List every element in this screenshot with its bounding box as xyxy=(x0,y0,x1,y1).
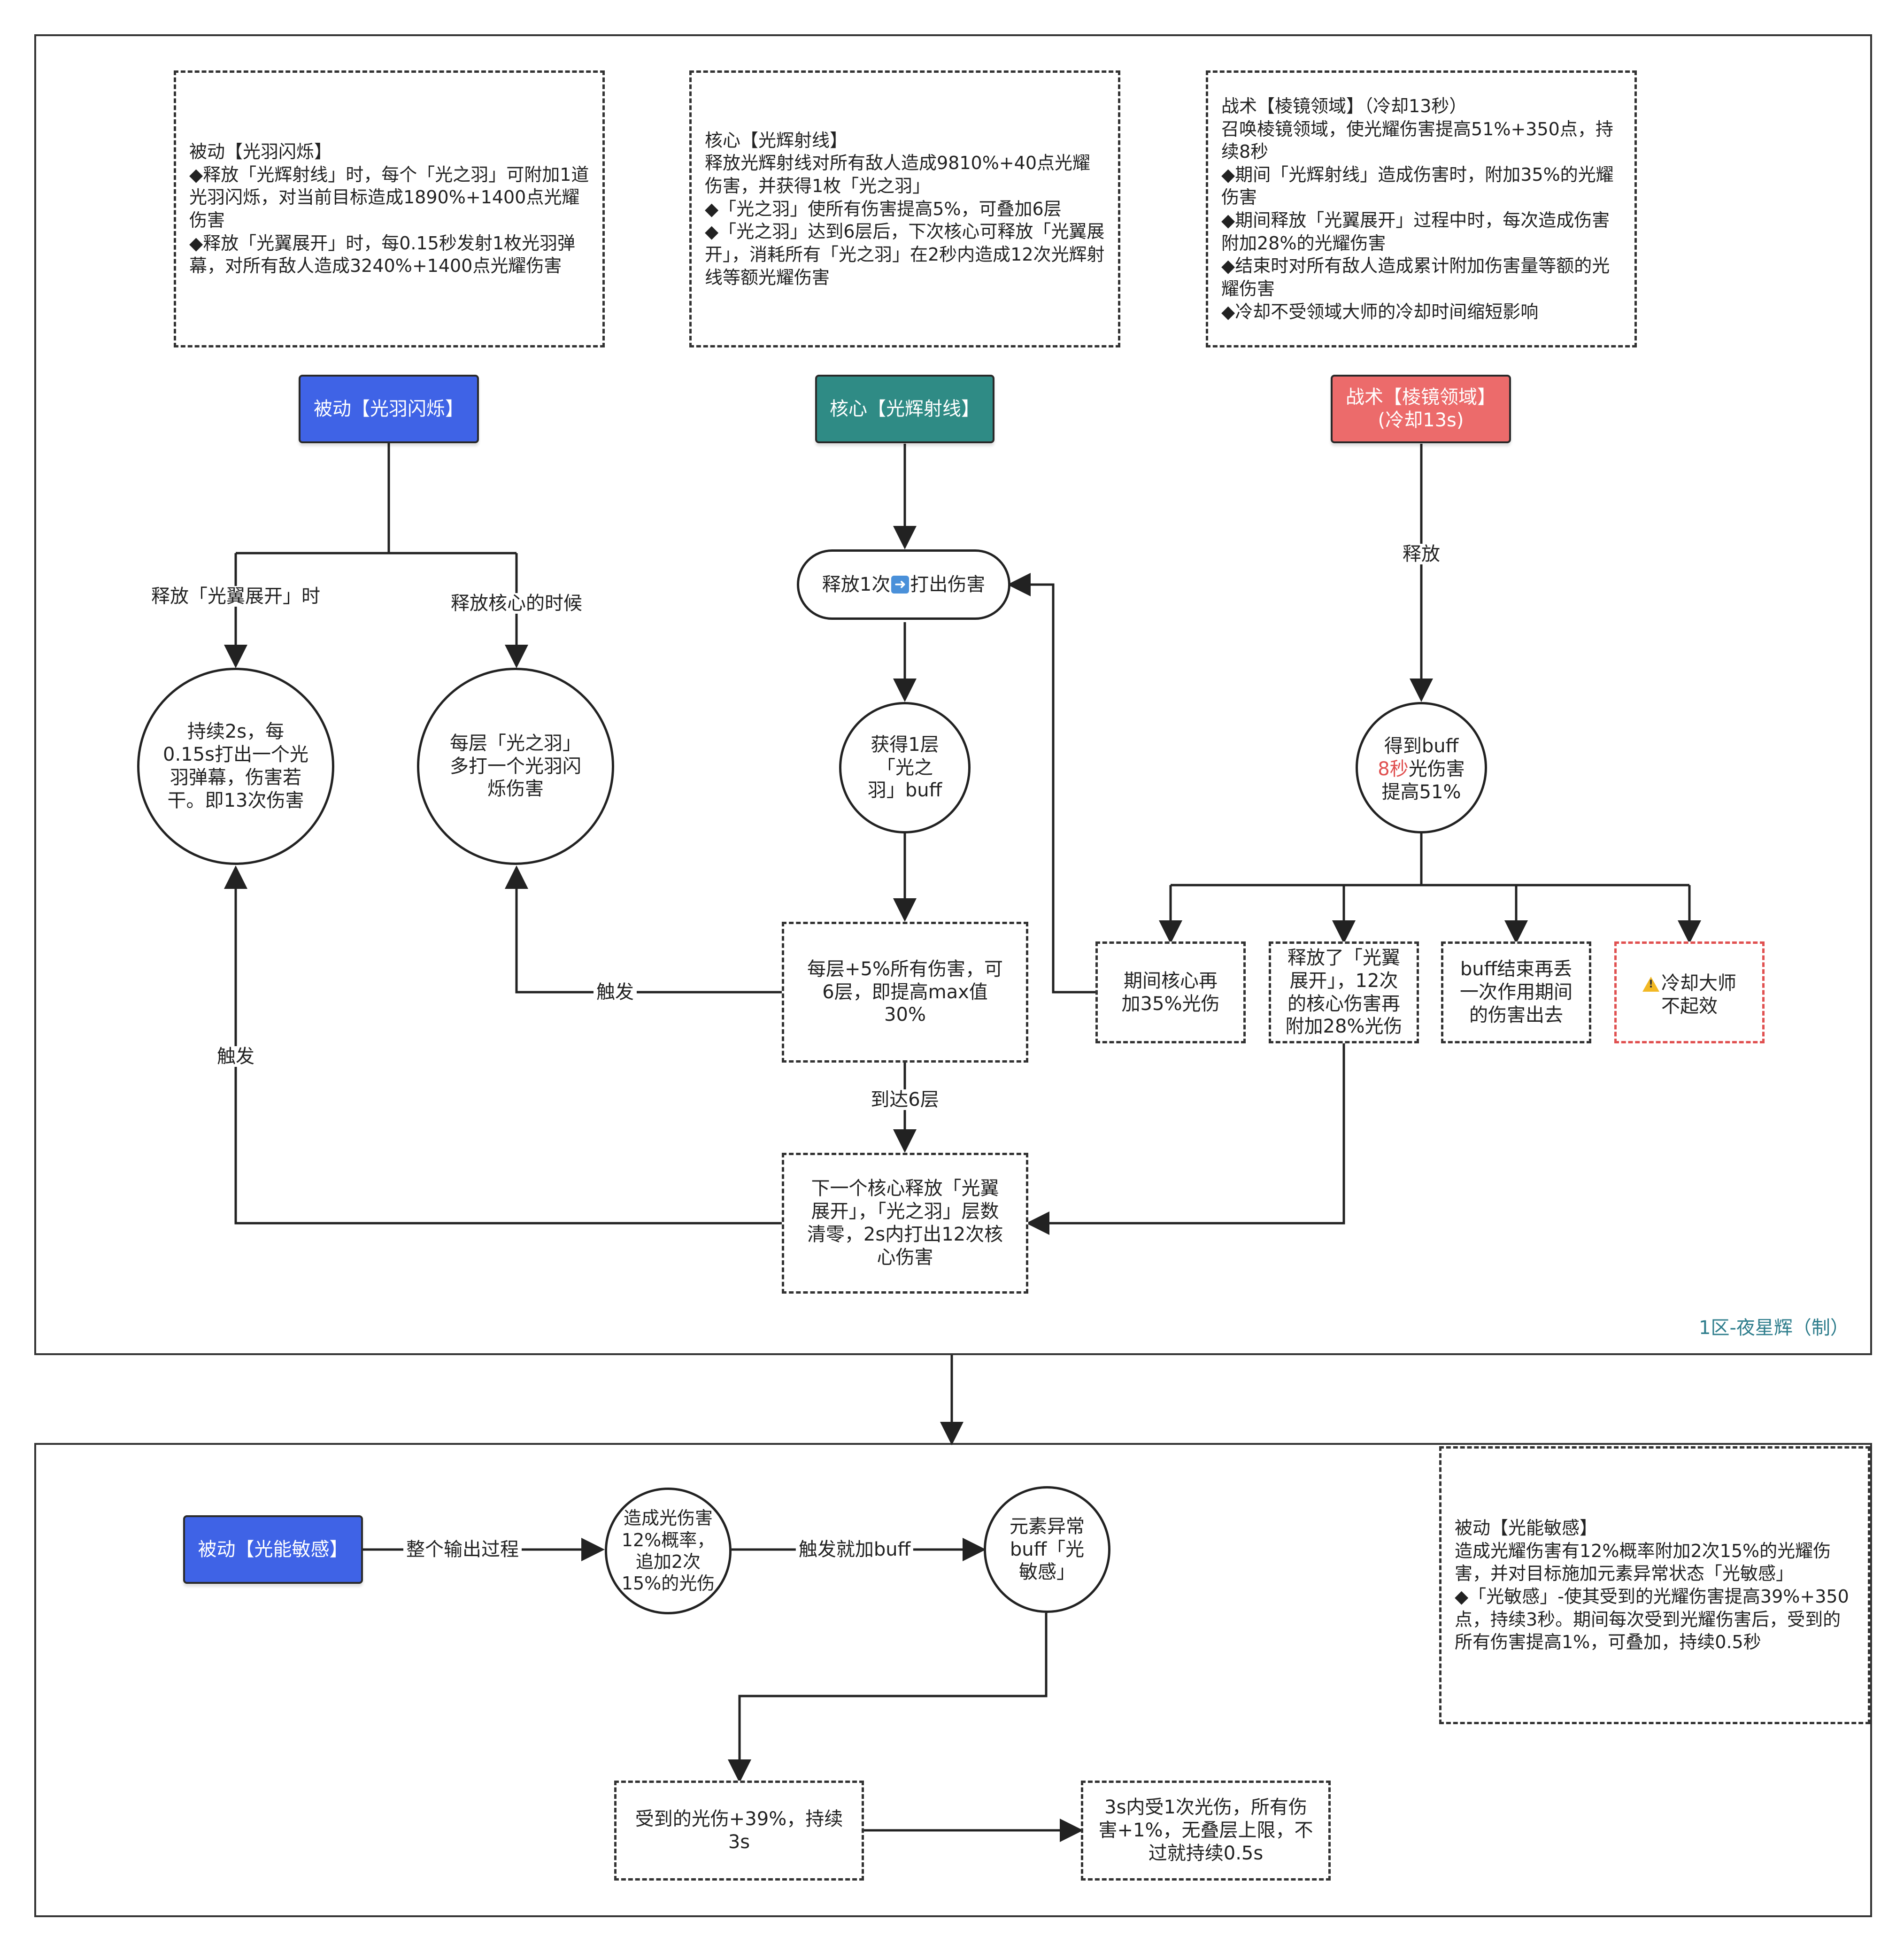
note-title: 被动【光能敏感】 xyxy=(1455,1518,1598,1539)
element-circle: 元素异常buff「光敏感」 xyxy=(984,1486,1110,1613)
tactic-prism-field-button[interactable]: 战术【棱镜领域】 (冷却13s) xyxy=(1331,375,1511,443)
edge-label-on-wing: 释放「光翼展开」时 xyxy=(148,586,323,607)
note-line: ◆「光之羽」使所有伤害提高5%，可叠加6层 xyxy=(705,198,1062,219)
note-line: ◆冷却不受领域大师的冷却时间缩短影响 xyxy=(1221,301,1539,322)
note-passive-sensitivity: 被动【光能敏感】 造成光耀伤害有12%概率附加2次15%的光耀伤害，并对目标施加… xyxy=(1439,1446,1870,1724)
note-tactic-prism-field: 战术【棱镜领域】（冷却13秒） 召唤棱镜领域，使光耀伤害提高51%+350点，持… xyxy=(1206,70,1637,347)
note-line: ◆「光敏感」-使其受到的光耀伤害提高39%+350点，持续3秒。期间每次受到光耀… xyxy=(1455,1586,1849,1653)
edge-element-to-received xyxy=(728,1613,1048,1783)
passive-sensitivity-button[interactable]: 被动【光能敏感】 xyxy=(183,1515,363,1584)
note-line: ◆释放「光翼展开」时，每0.15秒发射1枚光羽弹幕，对所有敌人造成3240%+1… xyxy=(189,232,576,277)
note-title: 战术【棱镜领域】（冷却13秒） xyxy=(1221,95,1467,116)
note-line: 释放光辉射线对所有敌人造成9810%+40点光耀伤害，并获得1枚「光之羽」 xyxy=(705,153,1091,197)
gain-buff-circle: 获得1层「光之羽」buff xyxy=(839,702,971,833)
edge-next-trigger-barrage xyxy=(224,865,782,1225)
edge-passive-split xyxy=(236,441,516,555)
within-3s-box: 3s内受1次光伤，所有伤害+1%，无叠层上限，不过就持续0.5s xyxy=(1081,1781,1331,1881)
note-title: 核心【光辉射线】 xyxy=(705,130,848,151)
note-title: 被动【光羽闪烁】 xyxy=(189,141,332,162)
branch-cooldown-box: 冷却大师不起效 xyxy=(1614,941,1765,1043)
top-section-frame xyxy=(34,34,1872,1355)
edge-label-on-core: 释放核心的时候 xyxy=(448,593,585,614)
branch-core-extra-box: 期间核心再加35%光伤 xyxy=(1095,941,1246,1043)
edge-label-whole-process: 整个输出过程 xyxy=(403,1539,522,1560)
edge-branch1-to-release xyxy=(1007,573,1095,994)
passive-glimmer-button[interactable]: 被动【光羽闪烁】 xyxy=(299,375,479,443)
edge-branch2-to-next xyxy=(1026,1043,1345,1235)
get-buff-circle: 得到buff 8秒光伤害提高51% xyxy=(1356,702,1487,833)
edge-label-trigger: 触发 xyxy=(214,1046,257,1067)
arrow-right-icon: ➜ xyxy=(891,576,910,594)
edge-label-trigger: 触发 xyxy=(594,982,637,1002)
note-line: ◆释放「光辉射线」时，每个「光之羽」可附加1道光羽闪烁，对当前目标造成1890%… xyxy=(189,164,589,231)
warning-icon xyxy=(1642,977,1659,992)
core-radiant-beam-button[interactable]: 核心【光辉射线】 xyxy=(815,375,994,443)
edge-label-trigger-buff: 触发就加buff xyxy=(795,1539,914,1560)
received-damage-box: 受到的光伤+39%，持续3s xyxy=(614,1781,864,1881)
release-once-node: 释放1次 ➜ 打出伤害 xyxy=(797,549,1010,620)
branch-wing-box: 释放了「光翼展开」，12次的核心伤害再附加28%光伤 xyxy=(1269,941,1419,1043)
note-line: ◆期间释放「光翼展开」过程中时，每次造成伤害附加28%的光耀伤害 xyxy=(1221,210,1610,254)
per-stack-circle: 每层「光之羽」多打一个光羽闪烁伤害 xyxy=(417,668,614,865)
get-buff-duration: 8秒 xyxy=(1378,758,1409,780)
get-buff-prefix: 得到buff xyxy=(1384,735,1459,757)
note-line: 召唤棱镜领域，使光耀伤害提高51%+350点，持续8秒 xyxy=(1221,118,1613,162)
note-line: ◆结束时对所有敌人造成累计附加伤害量等额的光耀伤害 xyxy=(1221,255,1610,299)
edge-buff-split xyxy=(1171,831,1689,887)
release-once-text: 释放1次 xyxy=(822,573,891,595)
edge-stack-trigger-perstack xyxy=(505,865,782,994)
tactic-button-cooldown: (冷却13s) xyxy=(1378,409,1464,431)
branch-cooldown-text: 冷却大师不起效 xyxy=(1661,972,1736,1017)
edge-label-release: 释放 xyxy=(1400,544,1443,564)
author-credit: 1区-夜星辉（制） xyxy=(1699,1317,1849,1339)
next-core-box: 下一个核心释放「光翼展开」，「光之羽」层数清零，2s内打出12次核心伤害 xyxy=(782,1153,1028,1294)
note-line: 造成光耀伤害有12%概率附加2次15%的光耀伤害，并对目标施加元素异常状态「光敏… xyxy=(1455,1540,1831,1584)
barrage-circle: 持续2s，每0.15s打出一个光羽弹幕，伤害若干。即13次伤害 xyxy=(137,668,334,865)
chance-circle: 造成光伤害12%概率，追加2次15%的光伤 xyxy=(605,1488,732,1614)
tactic-button-title: 战术【棱镜领域】 xyxy=(1346,386,1496,409)
note-line: ◆期间「光辉射线」造成伤害时，附加35%的光耀伤害 xyxy=(1221,164,1614,208)
note-passive-glimmer: 被动【光羽闪烁】 ◆释放「光辉射线」时，每个「光之羽」可附加1道光羽闪烁，对当前… xyxy=(174,70,605,347)
branch-buff-end-box: buff结束再丢一次作用期间的伤害出去 xyxy=(1441,941,1591,1043)
note-core-radiant-beam: 核心【光辉射线】 释放光辉射线对所有敌人造成9810%+40点光耀伤害，并获得1… xyxy=(689,70,1120,347)
edge-label-reach-6: 到达6层 xyxy=(868,1089,942,1110)
note-line: ◆「光之羽」达到6层后，下次核心可释放「光翼展开」，消耗所有「光之羽」在2秒内造… xyxy=(705,221,1105,288)
release-once-result: 打出伤害 xyxy=(910,573,986,595)
get-buff-effect: 光伤害提高51% xyxy=(1381,758,1465,803)
stack-bonus-box: 每层+5%所有伤害，可6层，即提高max值30% xyxy=(782,922,1028,1063)
